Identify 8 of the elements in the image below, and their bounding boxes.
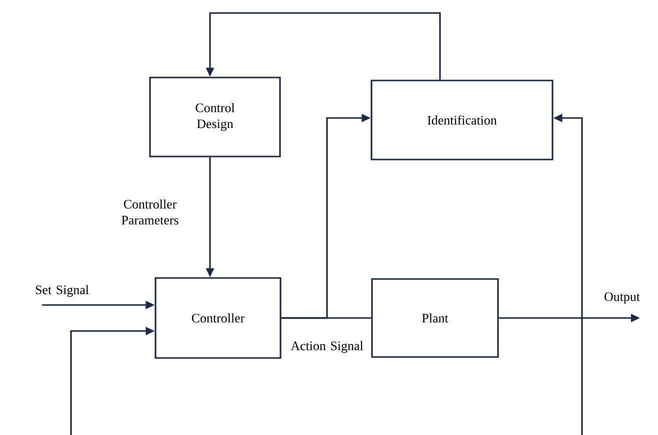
edge-label: Set Signal [36, 285, 89, 297]
block-box: Controller [154, 277, 282, 359]
block-box: Control Design [149, 76, 281, 158]
edge-label: Action Signal [290, 341, 364, 353]
block-box: Plant [371, 278, 499, 358]
edge-label: Controller Parameters [122, 199, 178, 225]
edge-label: Output [604, 292, 640, 304]
block-box: Identification [370, 80, 554, 160]
